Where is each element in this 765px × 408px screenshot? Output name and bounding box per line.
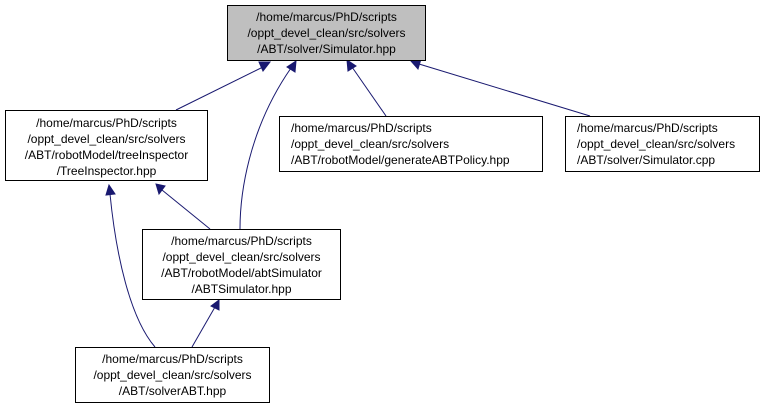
node-simulator-cpp[interactable]: /home/marcus/PhD/scripts /oppt_devel_cle… (565, 116, 760, 172)
node-simulator-cpp-line-1: /home/marcus/PhD/scripts (577, 121, 718, 135)
edge-treeinspector-to-simulator (175, 61, 272, 111)
node-abtsimulator-hpp-box (142, 229, 341, 300)
node-simulator-hpp-line-1: /home/marcus/PhD/scripts (256, 10, 397, 24)
edge-solverabt-to-abtsimulator (191, 299, 220, 348)
node-simulator-hpp[interactable]: /home/marcus/PhD/scripts /oppt_devel_cle… (227, 5, 426, 61)
node-generateabtpolicy-hpp[interactable]: /home/marcus/PhD/scripts /oppt_devel_cle… (279, 116, 543, 172)
node-solverabt-hpp-line-3: /ABT/solverABT.hpp (119, 384, 227, 398)
node-generateabtpolicy-hpp-line-1: /home/marcus/PhD/scripts (291, 121, 432, 135)
node-abtsimulator-hpp-line-2: /oppt_devel_clean/src/solvers (162, 250, 320, 264)
node-solverabt-hpp-line-1: /home/marcus/PhD/scripts (102, 352, 243, 366)
node-treeinspector-hpp-line-1: /home/marcus/PhD/scripts (36, 116, 177, 130)
node-abtsimulator-hpp-line-3: /ABT/robotModel/abtSimulator (161, 266, 322, 280)
node-simulator-cpp-box (565, 116, 760, 172)
edge-abtsimulator-to-simulator (239, 60, 297, 230)
node-simulator-hpp-box (227, 5, 426, 61)
node-treeinspector-hpp-box (5, 110, 208, 181)
edge-generateabtpolicy-to-simulator (346, 59, 387, 117)
node-simulator-cpp-line-2: /oppt_devel_clean/src/solvers (577, 137, 735, 151)
node-treeinspector-hpp-line-3: /ABT/robotModel/treeInspector (25, 148, 188, 162)
node-generateabtpolicy-hpp-line-3: /ABT/robotModel/generateABTPolicy.hpp (291, 153, 510, 167)
node-solverabt-hpp[interactable]: /home/marcus/PhD/scripts /oppt_devel_cle… (75, 347, 270, 403)
edges (105, 58, 591, 348)
node-treeinspector-hpp-line-4: /TreeInspector.hpp (57, 164, 157, 178)
node-generateabtpolicy-hpp-box (279, 116, 543, 172)
edge-solverabt-to-treeinspector (105, 183, 156, 348)
node-treeinspector-hpp-line-2: /oppt_devel_clean/src/solvers (27, 132, 185, 146)
edge-simulatorcpp-to-simulator (410, 58, 591, 117)
node-solverabt-hpp-box (75, 347, 270, 403)
node-simulator-hpp-line-2: /oppt_devel_clean/src/solvers (247, 26, 405, 40)
node-generateabtpolicy-hpp-line-2: /oppt_devel_clean/src/solvers (291, 137, 449, 151)
node-abtsimulator-hpp-line-1: /home/marcus/PhD/scripts (171, 234, 312, 248)
node-simulator-hpp-line-3: /ABT/solver/Simulator.hpp (257, 42, 396, 56)
node-treeinspector-hpp[interactable]: /home/marcus/PhD/scripts /oppt_devel_cle… (5, 110, 208, 181)
node-simulator-cpp-line-3: /ABT/solver/Simulator.cpp (577, 153, 715, 167)
node-abtsimulator-hpp[interactable]: /home/marcus/PhD/scripts /oppt_devel_cle… (142, 229, 341, 300)
edge-abtsimulator-to-treeinspector (155, 183, 211, 230)
node-abtsimulator-hpp-line-4: /ABTSimulator.hpp (191, 282, 291, 296)
node-solverabt-hpp-line-2: /oppt_devel_clean/src/solvers (93, 368, 251, 382)
